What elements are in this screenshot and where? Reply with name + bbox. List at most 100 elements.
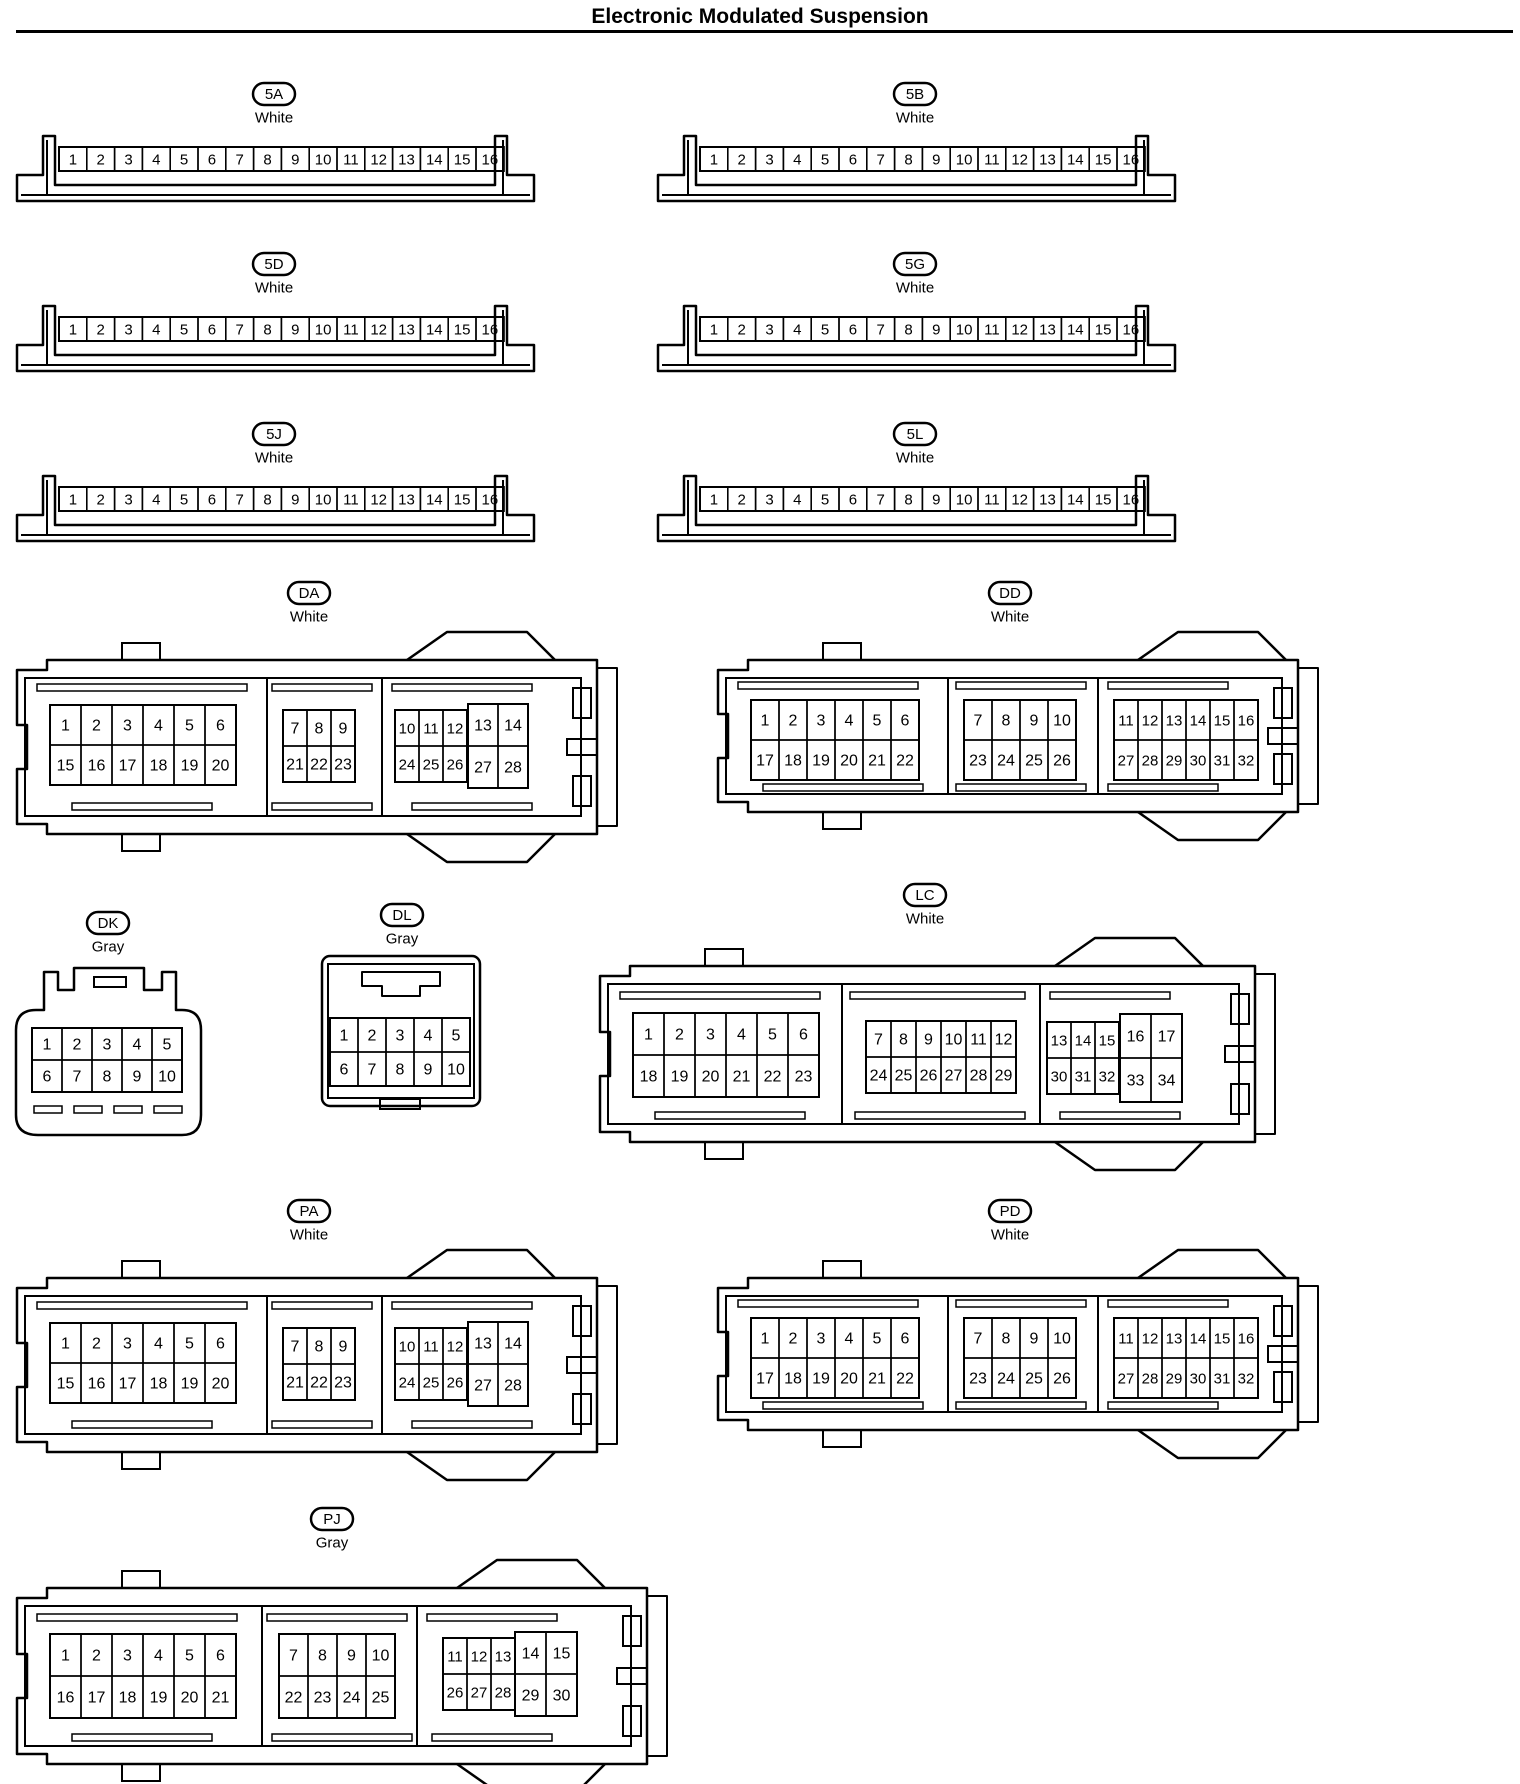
slot-bar	[762, 783, 924, 792]
pin-number: 15	[1214, 713, 1231, 730]
connector-color: White	[906, 911, 944, 928]
pin-number: 11	[984, 492, 1000, 509]
pin-number: 1	[340, 1028, 349, 1045]
page-title: Electronic Modulated Suspension	[591, 5, 929, 28]
pin-number: 4	[154, 1336, 163, 1353]
latch-tab	[121, 642, 161, 661]
connector-body	[15, 658, 599, 836]
pin-number: 3	[124, 152, 132, 169]
pin-number: 5	[180, 152, 188, 169]
pin-number: 8	[263, 322, 271, 339]
side-slot	[1230, 1083, 1250, 1115]
slot-bar	[271, 1420, 373, 1429]
connector-id: DL	[392, 907, 411, 924]
pin-number: 9	[932, 322, 940, 339]
pin-number: 26	[1053, 753, 1071, 770]
pin-number: 7	[291, 721, 300, 738]
pin-number: 10	[447, 1062, 465, 1079]
latch	[93, 976, 127, 988]
pin-number: 8	[103, 1069, 112, 1086]
pin-number: 3	[103, 1037, 112, 1054]
pin-number: 13	[1039, 492, 1056, 509]
pin-number: 9	[339, 1339, 348, 1356]
pin-number: 3	[124, 322, 132, 339]
side-slot	[572, 1305, 592, 1337]
pin-number: 27	[474, 1378, 492, 1395]
pin-number: 10	[956, 322, 973, 339]
pin-number: 10	[315, 492, 332, 509]
pin-number: 4	[424, 1028, 433, 1045]
title-rule	[16, 30, 1513, 33]
pin-number: 11	[970, 1032, 987, 1049]
connector-id-badge	[251, 421, 297, 447]
connector-hood	[1137, 1428, 1287, 1460]
pin-number: 11	[1118, 1331, 1134, 1348]
pin-number: 13	[474, 1336, 492, 1353]
pin-number: 11	[423, 721, 439, 738]
pin-number: 22	[764, 1069, 782, 1086]
side-slot	[1273, 1371, 1293, 1403]
pin-number: 12	[1142, 713, 1159, 730]
pin-number: 26	[447, 757, 464, 774]
side-slot	[616, 1667, 648, 1685]
pin-cell	[330, 1363, 356, 1401]
pin-number: 14	[522, 1646, 540, 1663]
side-slot	[1267, 727, 1299, 745]
pin-cell	[1116, 146, 1146, 172]
slot-bar	[153, 1105, 183, 1114]
pin-number: 25	[423, 757, 440, 774]
slot-bar	[271, 683, 373, 692]
pin-number: 15	[454, 152, 471, 169]
pin-cell	[475, 316, 505, 342]
pin-number: 8	[315, 721, 324, 738]
slot-bar	[431, 1733, 553, 1742]
pin-number: 28	[495, 1685, 512, 1702]
latch-tab	[822, 811, 862, 830]
pin-number: 15	[1095, 152, 1112, 169]
pin-number: 19	[812, 1371, 830, 1388]
pin-number: 4	[793, 322, 801, 339]
connector-hood	[406, 630, 556, 662]
pin-number: 3	[765, 152, 773, 169]
pin-cell	[1116, 316, 1146, 342]
pin-number: 15	[454, 492, 471, 509]
pin-number: 18	[784, 753, 802, 770]
pin-number: 8	[899, 1032, 908, 1049]
connector-inner-frame	[607, 983, 1240, 1125]
connector-id-badge	[892, 421, 938, 447]
pin-number: 3	[123, 718, 132, 735]
latch-tab	[121, 1763, 161, 1782]
pin-number: 15	[553, 1646, 571, 1663]
pin-number: 8	[904, 492, 912, 509]
pin-number: 27	[945, 1068, 963, 1085]
connector-color: White	[255, 280, 293, 297]
connector-id: 5B	[906, 86, 924, 103]
pin-number: 15	[1214, 1331, 1231, 1348]
pin-number: 15	[1095, 322, 1112, 339]
pin-number: 1	[61, 1336, 70, 1353]
pin-number: 11	[984, 152, 1000, 169]
connector-id-badge	[987, 580, 1033, 606]
pin-number: 11	[984, 322, 1000, 339]
connector-id: 5L	[907, 426, 924, 443]
pin-number: 1	[69, 322, 77, 339]
slot-bar	[955, 681, 1087, 690]
pin-number: 4	[845, 1331, 854, 1348]
pin-number: 7	[877, 322, 885, 339]
pin-number: 31	[1214, 1371, 1231, 1388]
side-lock	[647, 1595, 668, 1757]
pin-number: 27	[471, 1685, 488, 1702]
pin-number: 29	[1166, 753, 1183, 770]
pin-number: 28	[970, 1068, 988, 1085]
latch	[361, 971, 441, 997]
pin-number: 14	[426, 492, 443, 509]
pin-number: 17	[88, 1690, 106, 1707]
side-slot	[566, 1356, 598, 1374]
pin-number: 2	[92, 1648, 101, 1665]
pin-number: 16	[482, 152, 499, 169]
pin-number: 14	[1190, 1331, 1207, 1348]
connector-id-badge	[902, 882, 948, 908]
